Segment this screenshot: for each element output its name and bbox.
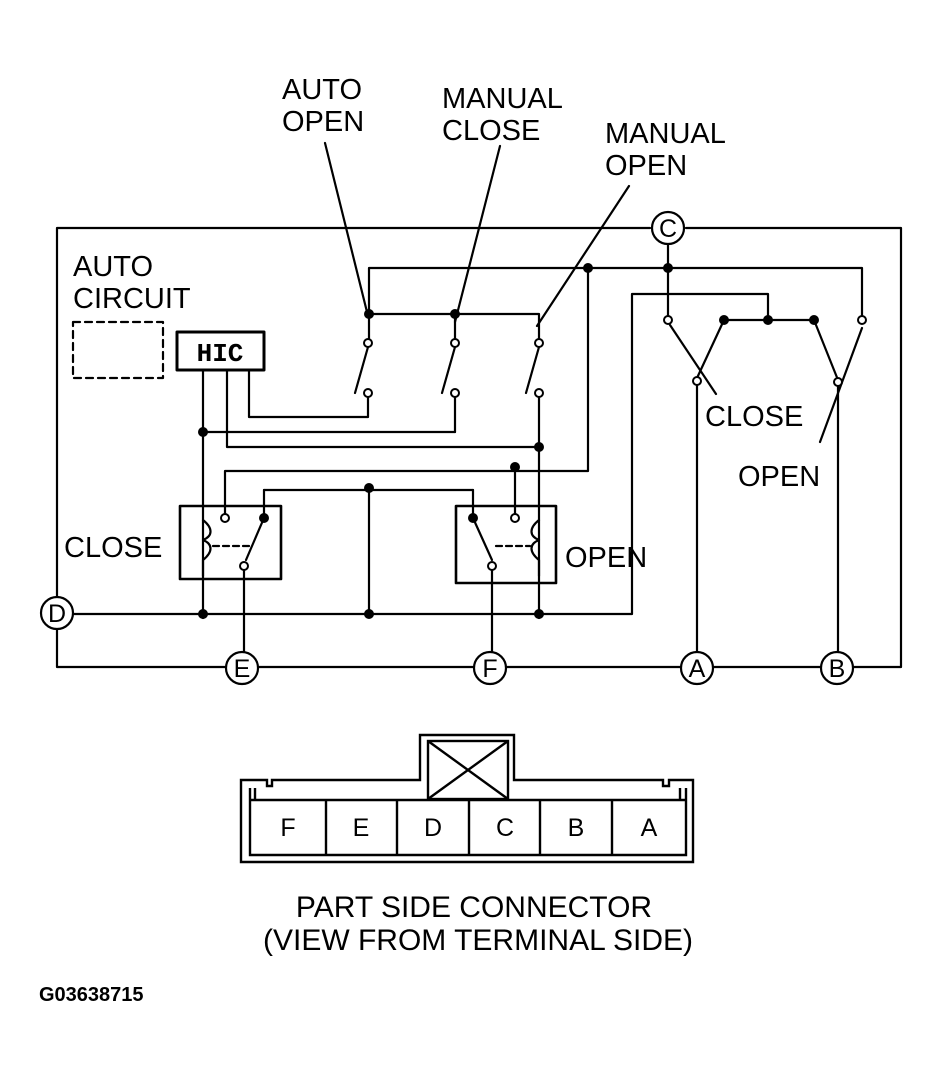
connector-pin-d: D [424,814,442,842]
connector-drawing [239,733,695,864]
manual-close-switch-blade [440,345,457,395]
terminal-c-label: C [659,215,677,243]
connector-pin-b: B [568,814,585,842]
close-relay-coil [201,518,212,578]
close-relay-box [178,504,283,581]
auto-open-leader [323,141,369,314]
connector-caption-line2: (VIEW FROM TERMINAL SIDE) [263,924,693,957]
open-relay-label: OPEN [565,542,647,574]
connector-pin-f: F [280,814,295,842]
close-label-leader [668,323,718,396]
close-relay-contact [244,516,266,562]
auto-circuit-label-line1: AUTO [73,251,153,283]
terminal-e-label: E [234,655,251,683]
manual-close-leader [453,144,502,324]
d-bus-wire [71,292,670,616]
terminal-a-circle [679,650,715,686]
manual-open-switch-blade [524,345,541,395]
terminal-d-label: D [48,600,66,628]
terminal-f-label: F [482,655,497,683]
connector-pin-e: E [353,814,370,842]
close-switch-label: CLOSE [705,401,803,433]
figure-code: G03638715 [39,984,144,1006]
open-relay-box [454,504,558,585]
bus-to-relay-wire [223,266,590,517]
manual-open-label-line1: MANUAL [605,118,726,150]
terminal-b-label: B [829,655,846,683]
manual-open-label-line2: OPEN [605,150,687,182]
connector-pin-a: A [641,814,658,842]
close-relay-label: CLOSE [64,532,162,564]
terminal-b-circle [819,650,855,686]
hic-box [175,330,266,372]
open-pos-switch-blade [812,318,840,382]
auto-circuit-box [71,320,165,380]
close-pos-switch-blade [695,318,726,380]
manual-open-leader [535,184,631,328]
manual-close-label-line1: MANUAL [442,83,563,115]
auto-open-label-line1: AUTO [282,74,362,106]
terminal-e-circle [224,650,260,686]
terminal-a-label: A [689,655,706,683]
junction-dots [198,263,819,619]
switch-feed-bar [367,312,541,342]
open-relay-contact [471,516,494,562]
hic-mid-lead [225,368,541,449]
connector-caption-line1: PART SIDE CONNECTOR [296,891,652,924]
housing-outline [55,226,903,669]
terminal-d-circle [39,595,75,631]
contact-circles [220,315,867,571]
terminal-c-circle [650,210,686,246]
auto-circuit-label-line2: CIRCUIT [73,283,191,315]
hic-to-auto-open [247,368,370,419]
auto-open-switch-blade [353,345,370,395]
open-switch-label: OPEN [738,461,820,493]
switch-bar [666,292,770,322]
top-bus-wire [367,266,864,317]
terminal-f-circle [472,650,508,686]
hic-label: HIC [197,339,244,369]
open-relay-coil [530,518,541,578]
manual-close-label-line2: CLOSE [442,115,540,147]
auto-open-label-line2: OPEN [282,106,364,138]
connector-pin-c: C [496,814,514,842]
